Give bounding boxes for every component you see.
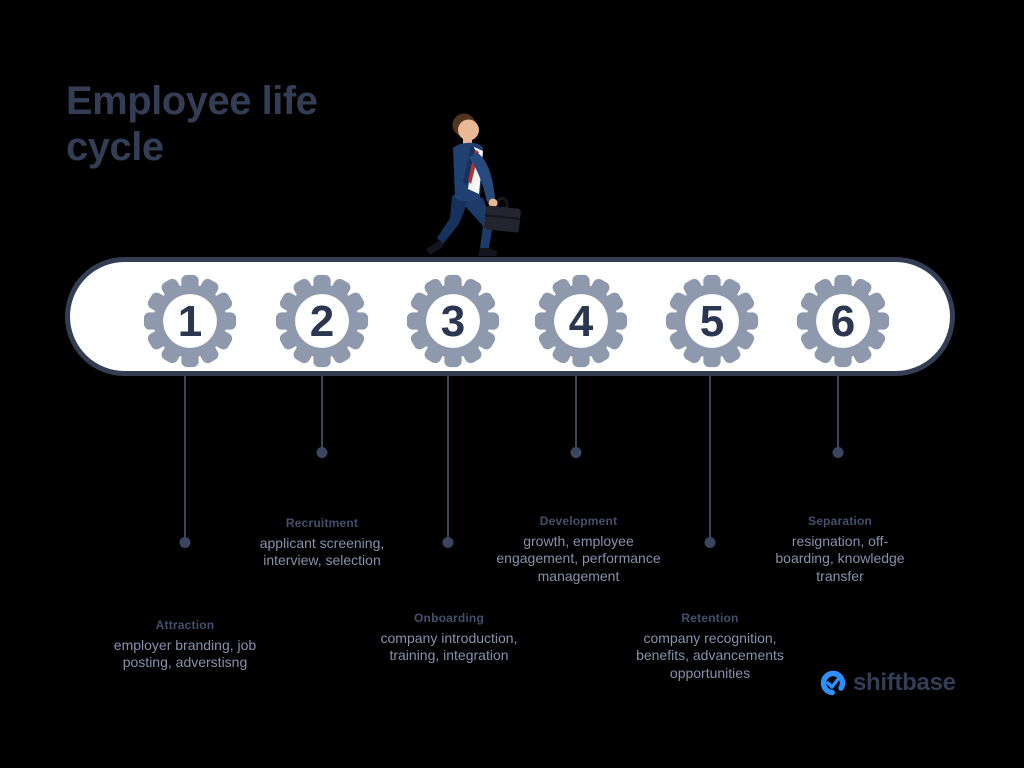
stage-separation: Separation resignation, off-boarding, kn… — [772, 514, 908, 585]
stage-development: Development growth, employee engagement,… — [496, 514, 661, 585]
gear-icon: 1 — [142, 273, 238, 369]
connector-dot — [704, 537, 716, 548]
logo-wordmark: shiftbase — [853, 669, 956, 696]
stage-name: Retention — [681, 611, 739, 625]
step-number: 3 — [440, 296, 466, 346]
stage-description: growth, employee engagement, performance… — [496, 533, 661, 584]
connector-line — [179, 376, 191, 548]
connector-dot — [179, 537, 191, 548]
stage-retention: Retention company recognition, benefits,… — [630, 611, 790, 682]
page-title: Employee life cycle — [66, 79, 318, 169]
timeline-pill: 1 2 3 4 5 6 — [65, 257, 955, 376]
connector-line — [316, 376, 328, 458]
stage-description: employer branding, job posting, adversti… — [113, 637, 257, 671]
stage-recruitment: Recruitment applicant screening, intervi… — [247, 516, 397, 570]
step-number: 1 — [177, 296, 203, 346]
gear-icon: 6 — [795, 273, 891, 369]
connector-line — [570, 376, 582, 458]
stage-name: Development — [539, 514, 618, 528]
connector-dot — [832, 447, 844, 458]
gear-icon: 5 — [664, 273, 760, 369]
stage-attraction: Attraction employer branding, job postin… — [95, 618, 275, 672]
step-number: 5 — [699, 296, 725, 346]
stage-description: company recognition, benefits, advanceme… — [636, 630, 784, 681]
connector-line — [442, 376, 454, 548]
connector-line — [704, 376, 716, 548]
stage-description: company introduction, training, integrat… — [380, 630, 518, 664]
step-number: 6 — [830, 296, 856, 346]
stage-name: Attraction — [155, 618, 215, 632]
step-number: 4 — [568, 296, 594, 346]
gear-icon: 3 — [405, 273, 501, 369]
stage-name: Separation — [807, 514, 872, 528]
shiftbase-logo-icon — [820, 670, 846, 696]
connector-dot — [316, 447, 328, 458]
gear-icon: 4 — [533, 273, 629, 369]
connector-dot — [442, 537, 454, 548]
gear-icon: 2 — [274, 273, 370, 369]
stage-description: resignation, off-boarding, knowledge tra… — [775, 533, 905, 584]
stage-name: Onboarding — [414, 611, 484, 625]
stage-name: Recruitment — [285, 516, 359, 530]
step-number: 2 — [309, 296, 335, 346]
stage-onboarding: Onboarding company introduction, trainin… — [371, 611, 527, 665]
walking-businessman-illustration — [426, 113, 521, 256]
stage-description: applicant screening, interview, selectio… — [259, 535, 385, 569]
connector-line — [832, 376, 844, 458]
connector-dot — [570, 447, 582, 458]
shiftbase-logo: shiftbase — [820, 666, 956, 700]
